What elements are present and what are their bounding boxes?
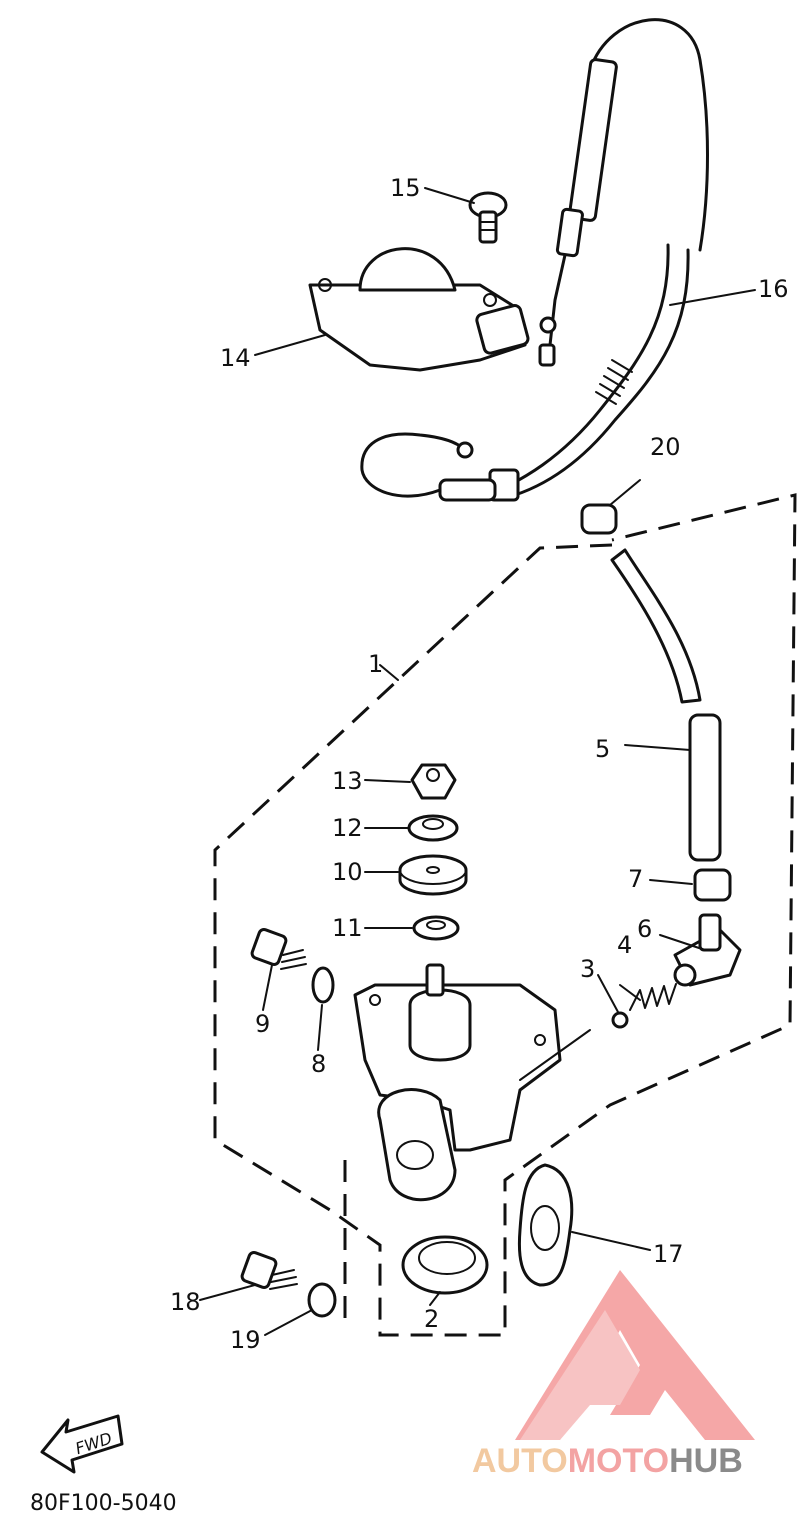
callout-15: 15 (390, 174, 421, 202)
callout-16: 16 (758, 275, 789, 303)
bolt-9 (250, 928, 307, 970)
callout-7: 7 (628, 865, 643, 893)
oil-hoses (610, 548, 722, 862)
washer-11 (412, 915, 460, 941)
callout-10: 10 (332, 858, 363, 886)
washer-19 (307, 1282, 337, 1318)
callout-8: 8 (311, 1050, 326, 1078)
callout-2: 2 (424, 1305, 439, 1333)
callout-18: 18 (170, 1288, 201, 1316)
bolt-18 (240, 1251, 298, 1290)
callout-3: 3 (580, 955, 595, 983)
watermark-text: AUTOMOTOHUB (472, 1442, 743, 1480)
callout-11: 11 (332, 914, 363, 942)
washer-8 (311, 966, 335, 1004)
callout-20: 20 (650, 433, 681, 461)
callout-12: 12 (332, 814, 363, 842)
check-valve-ball (611, 1011, 629, 1029)
oil-pump-body (353, 963, 562, 1202)
callout-9: 9 (255, 1010, 270, 1038)
assembly-boundary (213, 493, 797, 1337)
forward-arrow-icon: FWD (40, 1414, 124, 1474)
check-valve-union (673, 913, 742, 987)
hose-clip-20 (580, 503, 618, 535)
callout-13: 13 (332, 767, 363, 795)
watermark-part-3: HUB (669, 1442, 743, 1480)
callout-17: 17 (653, 1240, 684, 1268)
callout-19: 19 (230, 1326, 261, 1354)
callout-4: 4 (617, 931, 632, 959)
gasket-17 (517, 1163, 574, 1287)
watermark-part-1: AUTO (472, 1442, 568, 1480)
watermark-part-2: MOTO (568, 1442, 669, 1480)
cover-screw (468, 191, 508, 244)
callout-labels: 1 2 3 4 5 6 7 8 9 10 11 12 13 14 15 16 1… (170, 174, 789, 1354)
hose-clip-7 (693, 868, 732, 902)
oil-seal-2 (401, 1235, 489, 1295)
callout-1: 1 (368, 650, 383, 678)
check-valve-spring (629, 983, 677, 1011)
leader-lines (199, 187, 756, 1336)
callout-6: 6 (637, 915, 652, 943)
plate-10 (398, 854, 468, 896)
nut-13 (410, 763, 457, 800)
callout-14: 14 (220, 344, 251, 372)
callout-5: 5 (595, 735, 610, 763)
pump-cover (308, 247, 530, 372)
watermark-logo-icon (515, 1270, 755, 1440)
diagram-code: 80F100-5040 (30, 1491, 177, 1516)
oil-pump-cable (360, 18, 709, 502)
washer-12 (407, 814, 459, 842)
